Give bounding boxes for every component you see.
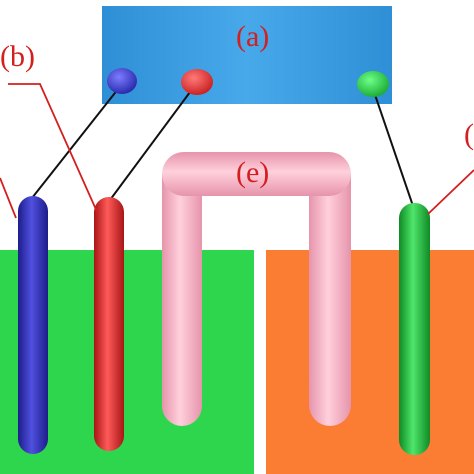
label-right-partial: ( [464,118,474,151]
green-rod [399,203,430,455]
right-block [266,250,474,474]
top-plate [102,6,392,104]
u-bridge [162,152,351,426]
wire-green [371,85,414,207]
bridge-right-leg [309,156,351,426]
green-dot [357,71,389,97]
leader-right-partial [427,169,474,215]
label-a: (a) [236,20,269,53]
red-dot [181,69,213,95]
wire-blue [31,83,123,199]
blue-rod [18,196,48,454]
red-rod [94,197,124,451]
leader-b [8,83,99,215]
bridge-top-bar [162,152,351,196]
label-b: (b) [0,40,35,73]
blue-dot [107,68,137,94]
wire-red [109,83,197,201]
label-e: (e) [236,156,269,189]
bridge-left-leg [162,156,202,426]
leader-left-partial [0,177,17,219]
